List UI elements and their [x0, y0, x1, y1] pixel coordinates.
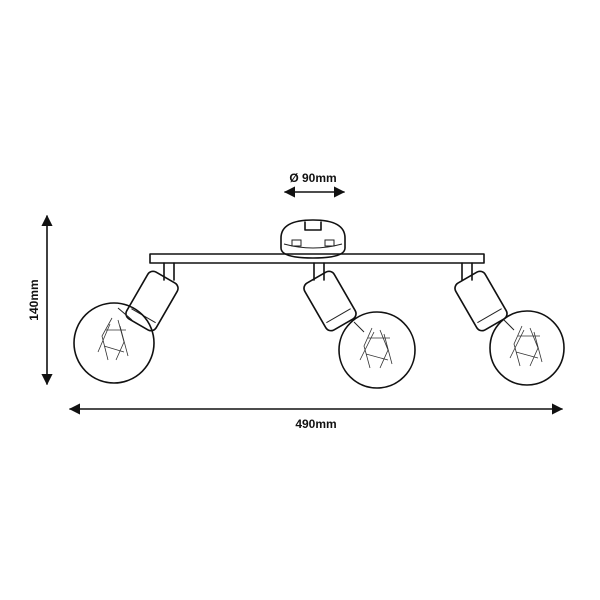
width-label: 490mm — [295, 417, 336, 431]
ceiling-canopy — [280, 219, 346, 259]
spot-left — [73, 262, 179, 384]
bulb-right — [489, 310, 565, 386]
bulb-center — [338, 311, 416, 389]
height-dimension: 140mm — [27, 214, 53, 386]
mounting-bar — [149, 253, 485, 264]
diameter-label: Ø 90mm — [289, 171, 336, 185]
spot-center — [303, 262, 416, 389]
diameter-dimension: Ø 90mm — [283, 171, 346, 198]
bulb-left — [73, 302, 155, 384]
width-dimension: 490mm — [68, 403, 564, 431]
spot-right — [454, 262, 565, 386]
height-label: 140mm — [27, 279, 41, 320]
